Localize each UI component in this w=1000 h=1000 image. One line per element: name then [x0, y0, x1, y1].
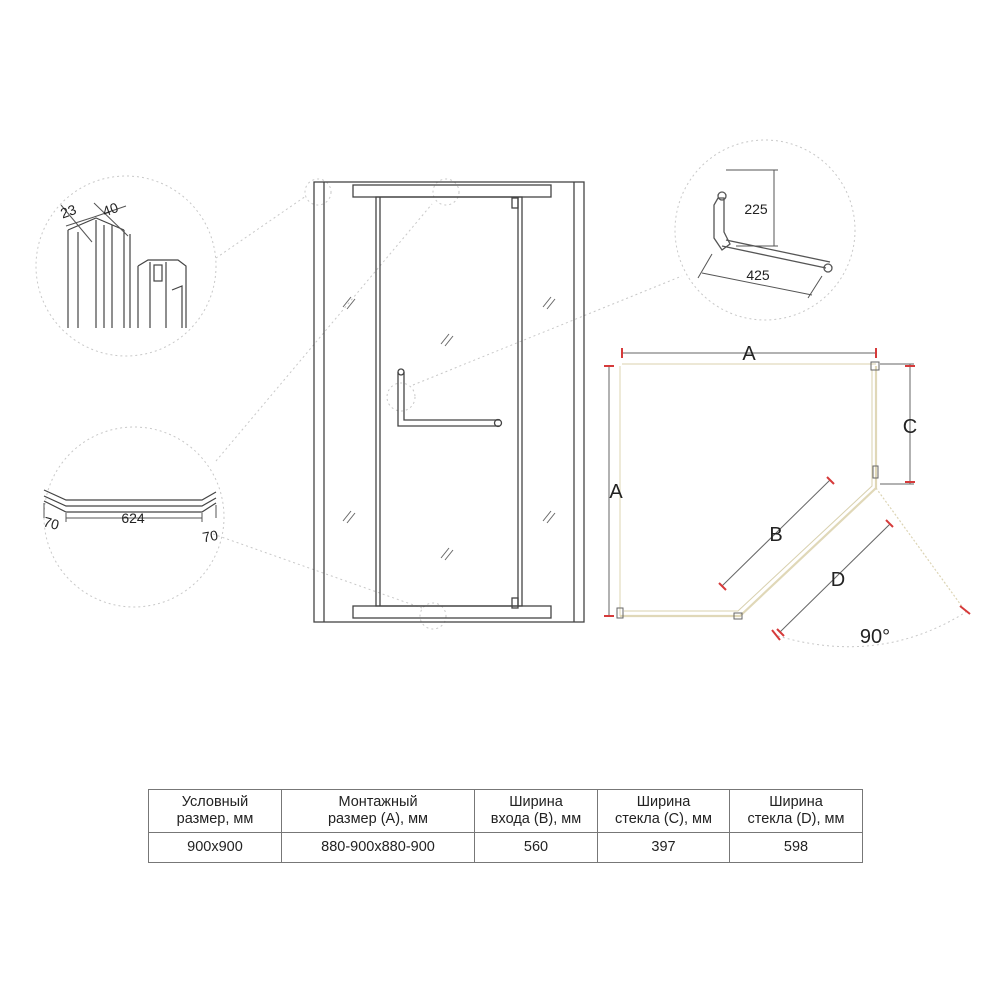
handle-dim-225: 225 [744, 201, 768, 217]
plan-label-d: D [831, 569, 845, 591]
handle-detail-circle [674, 139, 856, 321]
marker-circle [419, 602, 447, 630]
profile-dimensions [60, 202, 129, 243]
front-elevation [313, 181, 585, 623]
sill-dim-middle: 624 [121, 510, 145, 526]
sill-dim-left: 70 [42, 513, 61, 533]
plan-label-a-top: A [742, 343, 756, 365]
value-cell: 397 [597, 832, 730, 863]
glass-hatch-marks [342, 296, 556, 561]
plan-label-a-left: A [609, 481, 623, 503]
value-cell: 598 [729, 832, 863, 863]
sill-dimension-lines [43, 503, 217, 522]
technical-drawing: 23 40 70 624 70 225 425 [35, 139, 971, 648]
marker-circle [304, 178, 332, 206]
profile-drawing [67, 217, 187, 328]
plan-label-c: C [903, 416, 917, 438]
plan-dimension-ticks [604, 348, 971, 641]
plan-label-b: B [769, 524, 782, 546]
handle-dimension-lines [697, 169, 823, 299]
spec-table-value-row: 900x900 880-900x880-900 560 397 598 [148, 832, 863, 863]
profile-detail-circle [35, 175, 217, 357]
sill-detail-circle [43, 426, 225, 608]
profile-dim-23: 23 [58, 201, 78, 221]
value-cell: 880-900x880-900 [281, 832, 475, 863]
sill-drawing [43, 489, 217, 513]
profile-dim-40: 40 [100, 199, 120, 219]
sill-dim-right: 70 [201, 527, 219, 545]
handle-dim-425: 425 [746, 267, 770, 283]
marker-circle [432, 178, 460, 206]
value-cell: 560 [474, 832, 598, 863]
value-cell: 900x900 [148, 832, 282, 863]
plan-dimension-lines [608, 352, 914, 633]
handle-drawing [713, 191, 833, 273]
marker-circle [386, 382, 416, 412]
plan-view [616, 361, 967, 648]
leader-lines [212, 195, 683, 609]
plan-swing-angle: 90° [860, 626, 890, 648]
